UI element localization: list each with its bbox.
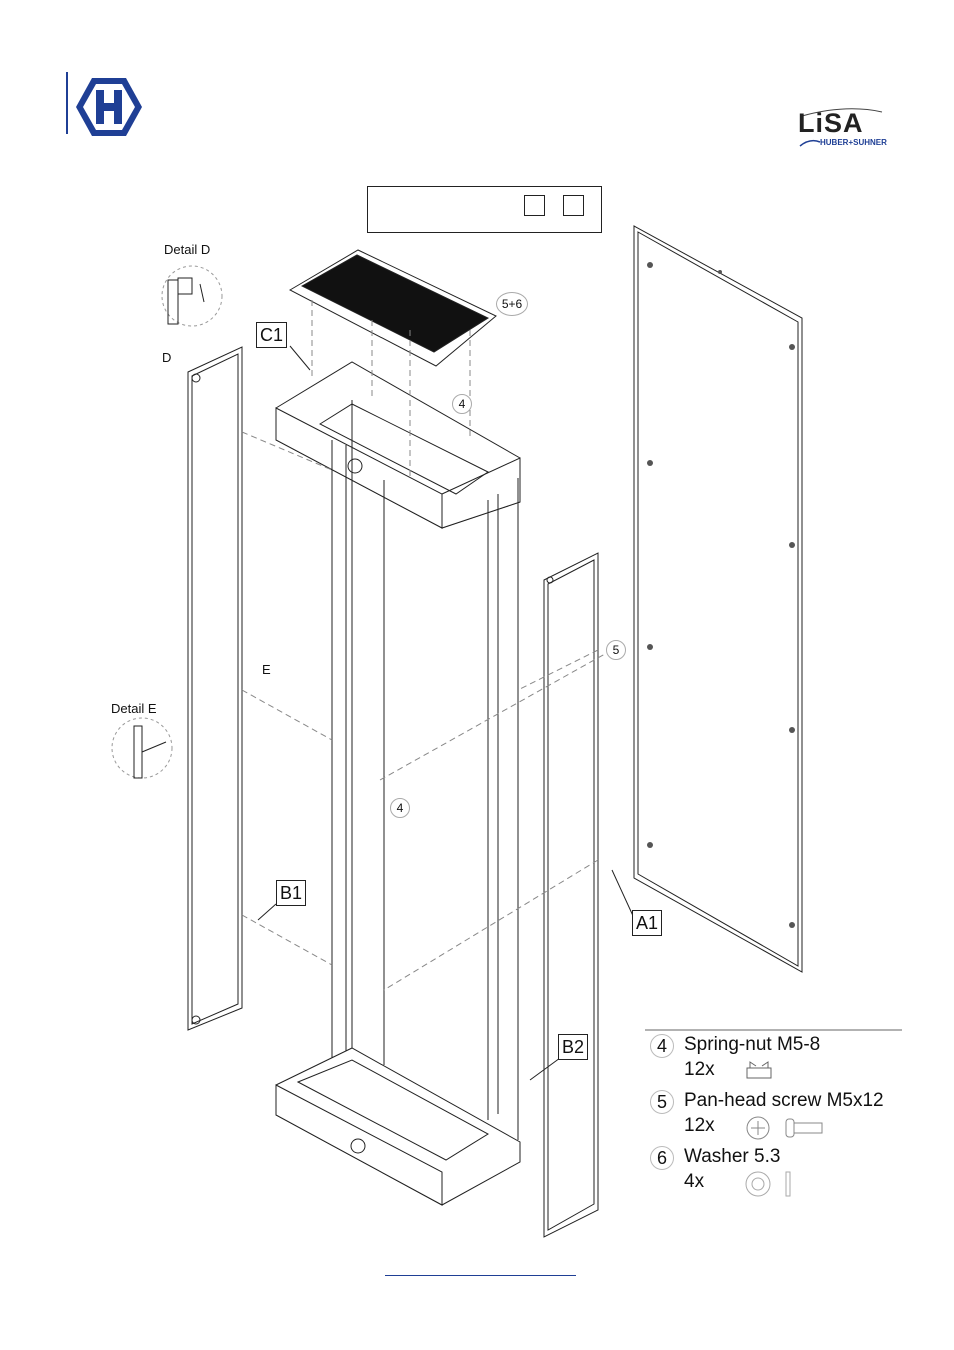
- rack-frame: [275, 361, 521, 1206]
- label-a1: A1: [632, 910, 663, 936]
- part-name: Washer 5.3: [684, 1146, 781, 1167]
- part-row: 4 Spring-nut M5-8 12x: [650, 1034, 910, 1086]
- panel-b2: [543, 552, 599, 1238]
- callout-5-6: 5+6: [496, 292, 528, 316]
- screw-icon: [746, 1116, 823, 1140]
- label-c1: C1: [256, 322, 288, 348]
- label-b1: B1: [276, 880, 307, 906]
- label-e: E: [262, 662, 271, 677]
- part-name: Spring-nut M5-8: [684, 1034, 821, 1055]
- label-detail-e: Detail E: [111, 701, 157, 716]
- cover-c1: [288, 249, 497, 367]
- callout-4-mid: 4: [390, 798, 410, 818]
- panel-a1: [633, 225, 803, 973]
- detail-e-view: [111, 717, 173, 779]
- spring-nut-icon: [746, 1061, 772, 1079]
- callout-4-top: 4: [452, 394, 472, 414]
- footer-link[interactable]: [385, 1275, 576, 1276]
- label-d: D: [162, 350, 172, 365]
- part-qty: 12x: [684, 1059, 715, 1080]
- washer-icon: [745, 1171, 791, 1197]
- label-b2: B2: [558, 1034, 589, 1060]
- part-row: 6 Washer 5.3 4x: [650, 1146, 910, 1198]
- callout-5: 5: [606, 640, 626, 660]
- detail-d-view: [161, 265, 223, 327]
- label-detail-d: Detail D: [164, 242, 211, 257]
- lisa-logo-text: LiSA: [798, 108, 864, 138]
- checkbox-2: [563, 195, 584, 216]
- info-box: [367, 186, 602, 233]
- part-number: 4: [650, 1034, 674, 1058]
- lisa-logo: LiSA HUBER+SUHNER: [796, 104, 888, 150]
- part-row: 5 Pan-head screw M5x12 12x: [650, 1090, 910, 1142]
- alignment-lines: [241, 300, 613, 991]
- part-number: 6: [650, 1146, 674, 1170]
- checkbox-1: [524, 195, 545, 216]
- huber-suhner-logo: [76, 78, 142, 136]
- lisa-logo-swoosh: [799, 108, 883, 147]
- part-qty: 4x: [684, 1171, 705, 1192]
- header-divider: [66, 72, 68, 134]
- panel-b1: [187, 346, 243, 1031]
- part-number: 5: [650, 1090, 674, 1114]
- part-name: Pan-head screw M5x12: [684, 1090, 884, 1111]
- parts-list: 4 Spring-nut M5-8 12x 5 Pan-head screw M…: [650, 1034, 910, 1204]
- part-qty: 12x: [684, 1115, 715, 1136]
- lisa-logo-subtext: HUBER+SUHNER: [820, 138, 887, 147]
